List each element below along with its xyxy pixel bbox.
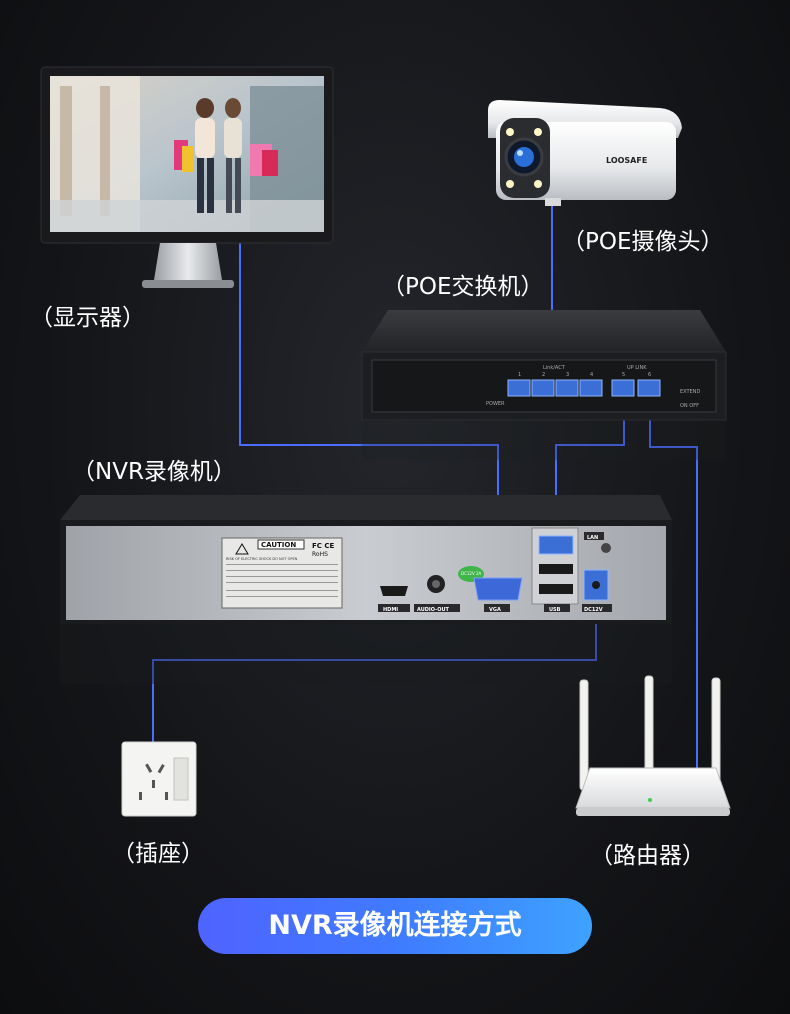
hdmi-label: HDMI: [383, 607, 398, 613]
lan-label: LAN: [587, 535, 598, 541]
lan-usb-block: USB LAN: [531, 527, 611, 613]
diagram-title: NVR录像机连接方式: [198, 898, 592, 954]
nvr-recorder: CAUTION RISK OF ELECTRIC SHOCK DO NOT OP…: [60, 495, 672, 684]
dc-power-port: DC12V: [582, 569, 612, 613]
switch-extend: EXTEND: [680, 389, 700, 395]
monitor-stand: [154, 243, 222, 280]
fc-ce-mark: FC CE: [312, 542, 334, 550]
switch-port-3: 3: [566, 372, 569, 378]
audio-out-port: AUDIO-OUT: [414, 575, 460, 613]
caution-title: CAUTION: [261, 541, 296, 549]
wifi-router: [575, 675, 731, 816]
switch-label: （POE交换机）: [382, 274, 544, 300]
vga-label: VGA: [489, 607, 501, 613]
usb-label: USB: [549, 607, 561, 613]
cable-dc-socket: [152, 590, 597, 745]
monitor-label: （显示器）: [30, 305, 145, 331]
camera-brand: LOOSAFE: [606, 156, 647, 165]
poe-switch: 1 2 3 4 5 6 Link/ACT UP LINK POWER EXTEN…: [361, 310, 727, 460]
audio-out-label: AUDIO-OUT: [417, 607, 450, 613]
socket-label: （插座）: [112, 841, 204, 867]
switch-ports-uplink: [611, 379, 661, 397]
dc-badge-text: DC12V 2A: [461, 571, 482, 576]
router-label: （路由器）: [590, 843, 705, 869]
poe-camera: LOOSAFE: [488, 100, 682, 206]
caution-sub: RISK OF ELECTRIC SHOCK DO NOT OPEN: [226, 557, 298, 561]
switch-uplink: UP LINK: [627, 365, 647, 371]
dc-label: DC12V: [584, 607, 603, 613]
monitor: [40, 66, 334, 288]
hdmi-port: HDMI: [378, 586, 410, 613]
switch-power: POWER: [486, 401, 505, 407]
vga-port: VGA: [473, 577, 523, 613]
switch-on-off: ON OFF: [680, 403, 699, 409]
switch-port-2: 2: [542, 372, 545, 378]
wall-socket: [121, 741, 197, 817]
switch-port-1: 1: [518, 372, 521, 378]
switch-port-4: 4: [590, 372, 593, 378]
rohs-mark: RoHS: [312, 551, 328, 558]
caution-label: CAUTION RISK OF ELECTRIC SHOCK DO NOT OP…: [221, 537, 343, 609]
switch-link-act: Link/ACT: [543, 365, 566, 371]
switch-ports-downlink: [507, 379, 603, 397]
switch-port-5: 5: [622, 372, 625, 378]
switch-port-6: 6: [648, 372, 651, 378]
camera-label: （POE摄像头）: [562, 229, 724, 255]
nvr-label: （NVR录像机）: [72, 459, 236, 485]
